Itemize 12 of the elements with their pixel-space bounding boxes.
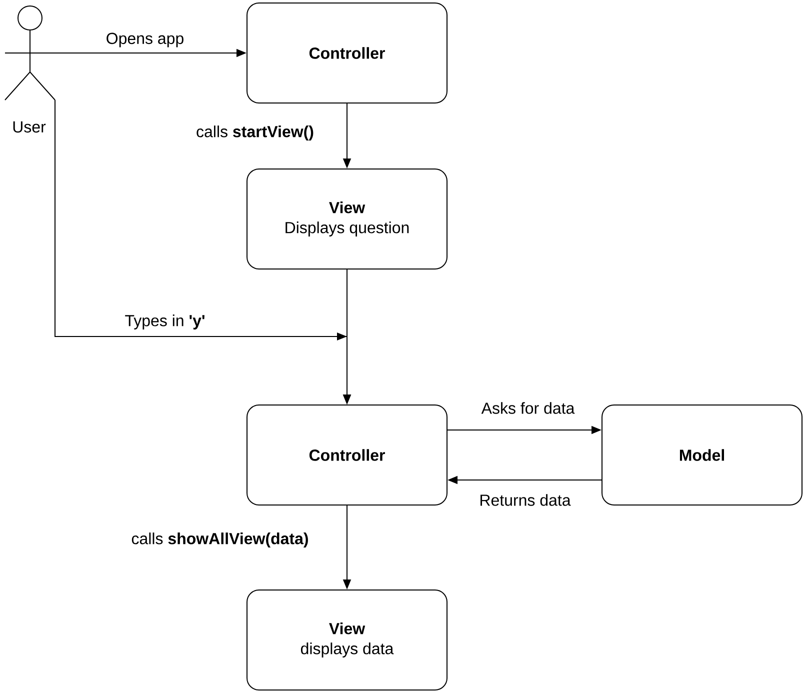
edge-label: calls startView() [195, 124, 315, 142]
process-box: View Displays question [246, 168, 448, 270]
edge-label: Asks for data [480, 401, 576, 415]
process-box: Controller [246, 2, 448, 104]
edge-label: Opens app [104, 32, 186, 48]
edge-label: Types in 'y' [124, 314, 206, 330]
process-box: Model [602, 404, 803, 506]
person-label: User [13, 121, 46, 133]
process-box: Controller [246, 404, 448, 506]
process-box: View displays data [246, 590, 448, 690]
edge-label: Returns data [478, 493, 572, 507]
edge-label: calls showAllView(data) [130, 532, 310, 548]
